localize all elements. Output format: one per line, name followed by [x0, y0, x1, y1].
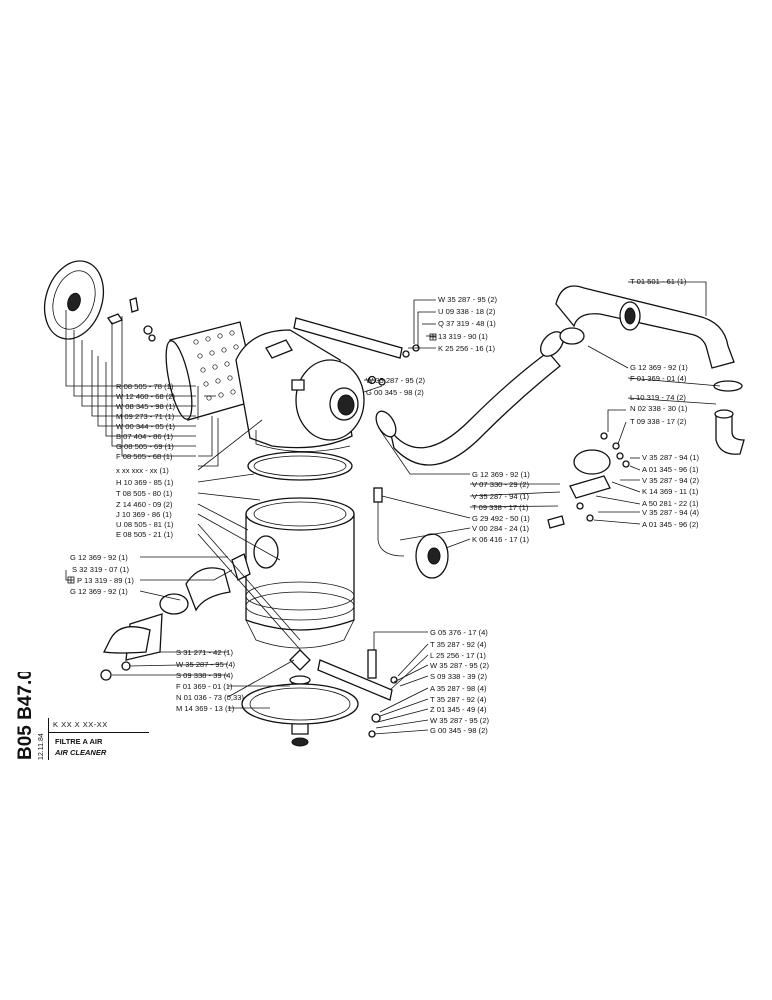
- part-label: E 08 505 - 21 (1): [116, 530, 173, 539]
- part-label: Z 14 460 - 09 (2): [116, 500, 173, 509]
- part-label: A 01 345 - 96 (2): [642, 520, 699, 529]
- part-label: x xx xxx - xx (1): [116, 466, 169, 475]
- lower-housing: [245, 497, 355, 649]
- elbow-pipe-upper: [555, 285, 735, 369]
- part-label: 13 319 - 90 (1): [438, 332, 488, 341]
- part-label: S 32 319 - 07 (1): [72, 565, 129, 574]
- boxed-symbol: [67, 333, 437, 584]
- part-label: F 01 369 - 01 (4): [630, 374, 687, 383]
- part-label: G 12 369 - 92 (1): [472, 470, 530, 479]
- sheet-date: 12.11.84: [34, 722, 46, 762]
- part-label: G 12 369 - 92 (1): [70, 587, 128, 596]
- part-label: Z 01 345 - 49 (4): [430, 705, 487, 714]
- part-label: A 01 345 - 96 (1): [642, 465, 699, 474]
- title-french: FILTRE A AIR: [55, 737, 103, 746]
- part-label: N 02 338 - 30 (1): [630, 404, 688, 413]
- part-label: W 35 287 - 95 (2): [430, 661, 490, 670]
- dust-bowl: [241, 649, 359, 747]
- part-label: J 10 369 - 86 (1): [116, 510, 172, 519]
- part-labels: T 01 501 - 61 (1) W 35 287 - 95 (2) U 09…: [70, 277, 699, 735]
- part-label: V 07 330 - 29 (2): [472, 480, 529, 489]
- title-block: K XX X XX-XX FILTRE A AIR AIR CLEANER: [48, 718, 149, 760]
- part-label: K 14 369 - 11 (1): [642, 487, 699, 496]
- part-label: T 09 338 - 17 (1): [472, 503, 529, 512]
- intake-hose: [375, 331, 564, 466]
- part-label: S 09 338 - 39 (2): [430, 672, 487, 681]
- part-label: L 25 256 - 17 (1): [430, 651, 486, 660]
- part-label: F 01 369 - 01 (1): [176, 682, 233, 691]
- part-label: H 10 369 - 85 (1): [116, 478, 174, 487]
- part-label: G 12 369 - 92 (1): [630, 363, 688, 372]
- part-label: G 08 505 - 69 (1): [116, 442, 174, 451]
- perforated-element: [165, 321, 259, 421]
- part-label: P 13 319 - 89 (1): [77, 576, 134, 585]
- part-label: N 01 036 - 73 (0,33): [176, 693, 244, 702]
- side-inlet: [159, 535, 279, 615]
- part-label: T 35 287 - 92 (4): [430, 695, 487, 704]
- part-label: W 35 287 - 95 (4): [176, 660, 236, 669]
- elbow-pipe-lower: [713, 380, 745, 455]
- part-label: W 00 344 - 05 (1): [116, 422, 176, 431]
- part-label: V 00 284 - 24 (1): [472, 524, 529, 533]
- restriction-indicator: [373, 487, 449, 579]
- part-label: V 35 287 - 94 (1): [642, 453, 699, 462]
- part-label: M 14 369 - 13 (1): [176, 704, 235, 713]
- part-label: R 08 505 - 78 (1): [116, 382, 174, 391]
- part-label: G 05 376 - 17 (4): [430, 628, 488, 637]
- reference-number: K XX X XX-XX: [53, 720, 108, 729]
- mounting-bracket-bottom: [317, 649, 398, 738]
- sheet-code: B05 B47.0: [14, 669, 36, 762]
- sheet-code-text: B05 B47.0: [15, 672, 36, 760]
- part-label: B 07 404 - 86 (1): [116, 432, 173, 441]
- part-label: V 35 287 - 94 (2): [642, 476, 699, 485]
- part-label: W 08 345 - 98 (1): [116, 402, 176, 411]
- part-label: W 35 287 - 95 (2): [438, 295, 498, 304]
- part-label: L 10 319 - 74 (2): [630, 393, 686, 402]
- filter-housing: [235, 329, 365, 452]
- clamp-bracket: [547, 432, 630, 529]
- part-label: U 09 338 - 18 (2): [438, 307, 496, 316]
- inlet-cap: [100, 613, 163, 681]
- part-label: W 35 287 - 95 (2): [430, 716, 490, 725]
- part-label: W 12 460 - 68 (2): [116, 392, 176, 401]
- part-label: S 31 271 - 42 (1): [176, 648, 233, 657]
- end-cap-disc: [43, 260, 105, 340]
- part-label: T 01 501 - 61 (1): [630, 277, 687, 286]
- part-label: A 50 281 - 22 (1): [642, 499, 699, 508]
- part-label: G 12 369 - 92 (1): [70, 553, 128, 562]
- leader-lines: [65, 281, 721, 735]
- title-english: AIR CLEANER: [55, 748, 107, 757]
- part-label: V 35 287 - 94 (1): [472, 492, 529, 501]
- part-label: W 35 287 - 95 (2): [366, 376, 426, 385]
- part-label: T 09 338 - 17 (2): [630, 417, 687, 426]
- part-label: F 08 505 - 68 (1): [116, 452, 173, 461]
- part-label: G 29 492 - 50 (1): [472, 514, 530, 523]
- divider: [49, 732, 149, 733]
- part-label: T 08 505 - 80 (1): [116, 489, 173, 498]
- part-label: G 00 345 - 98 (2): [430, 726, 488, 735]
- part-label: S 09 338 - 39 (4): [176, 671, 233, 680]
- part-label: K 25 256 - 16 (1): [438, 344, 495, 353]
- part-label: Q 37 319 - 48 (1): [438, 319, 496, 328]
- part-label: T 35 287 - 92 (4): [430, 640, 487, 649]
- sealing-ring: [247, 451, 353, 481]
- part-label: V 35 287 - 94 (4): [642, 508, 699, 517]
- part-label: U 08 505 - 81 (1): [116, 520, 174, 529]
- part-label: G 00 345 - 98 (2): [366, 388, 424, 397]
- part-label: A 35 287 - 98 (4): [430, 684, 487, 693]
- part-label: M 09 273 - 71 (1): [116, 412, 175, 421]
- wing-nut: [107, 297, 156, 342]
- sheet-date-text: 12.11.84: [38, 733, 45, 760]
- part-label: K 06 416 - 17 (1): [472, 535, 529, 544]
